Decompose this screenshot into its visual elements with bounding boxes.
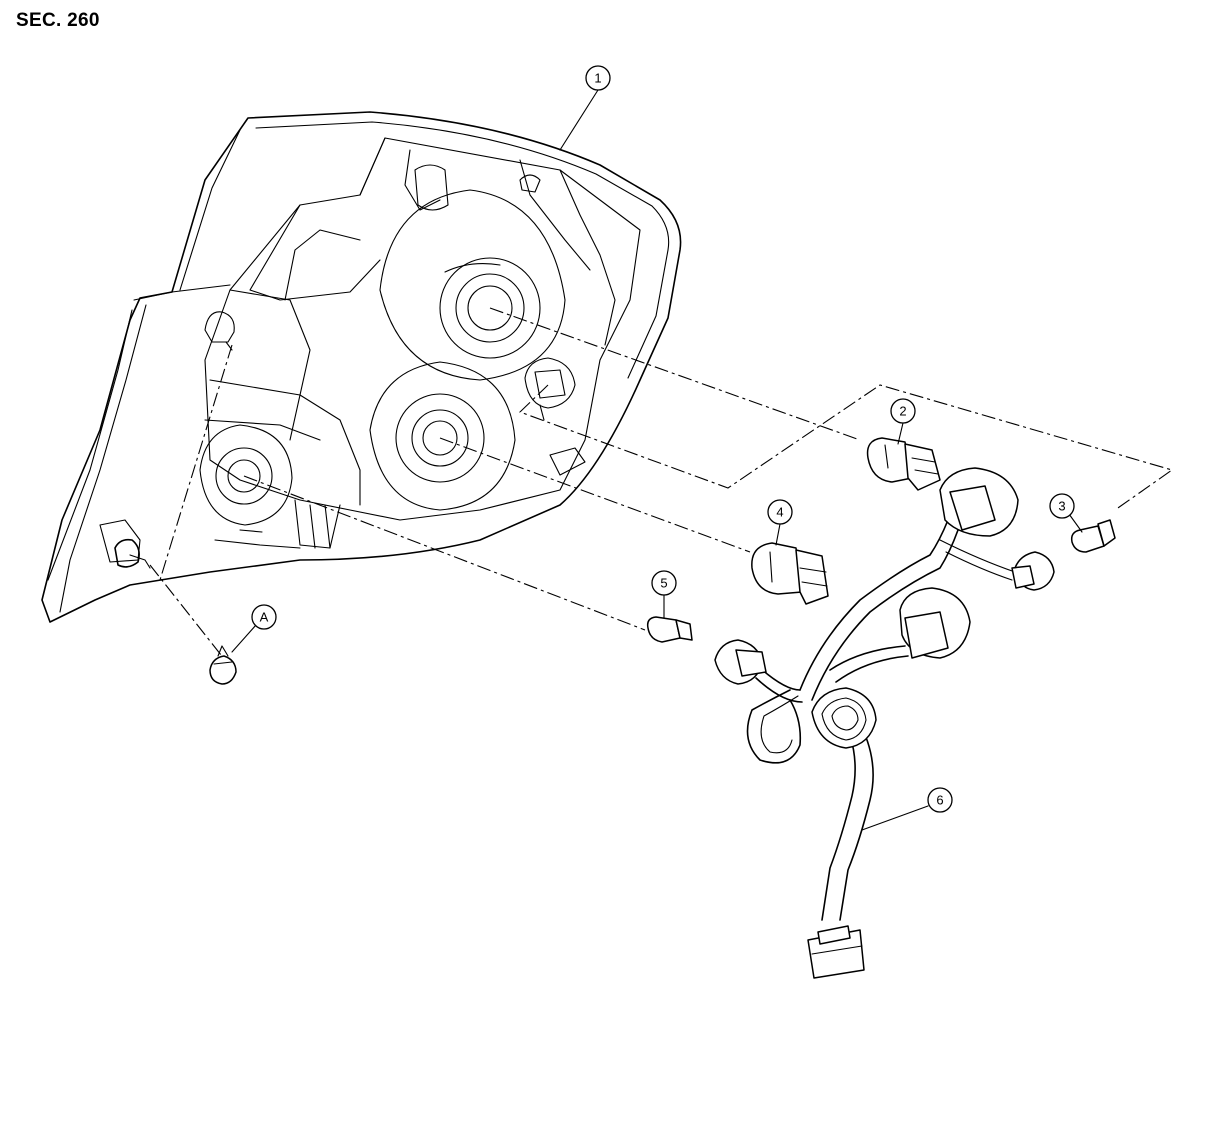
callout-3-label: 3 (1058, 499, 1065, 514)
callout-5: 5 (651, 570, 677, 596)
wiring-harness (714, 467, 1055, 979)
rear-combination-lamp-housing (41, 111, 682, 623)
bulb-3 (1070, 519, 1116, 553)
alignment-lines (149, 307, 1174, 661)
bulb-4 (751, 542, 829, 605)
callout-1-label: 1 (594, 71, 601, 86)
bulb-2 (866, 437, 941, 491)
callout-2-label: 2 (899, 404, 906, 419)
callout-2: 2 (890, 398, 916, 424)
callout-3: 3 (1049, 493, 1075, 519)
bulb-5 (646, 616, 693, 643)
callout-4: 4 (767, 499, 793, 525)
retainer-clip-a (209, 645, 237, 685)
callout-1: 1 (585, 65, 611, 91)
callout-leaders (231, 89, 1083, 831)
section-label: SEC. 260 (16, 10, 100, 31)
callout-6-label: 6 (936, 793, 943, 808)
callout-a-label: A (260, 610, 269, 625)
callout-a: A (251, 604, 277, 630)
callout-4-label: 4 (776, 505, 783, 520)
callout-6: 6 (927, 787, 953, 813)
callout-5-label: 5 (660, 576, 667, 591)
